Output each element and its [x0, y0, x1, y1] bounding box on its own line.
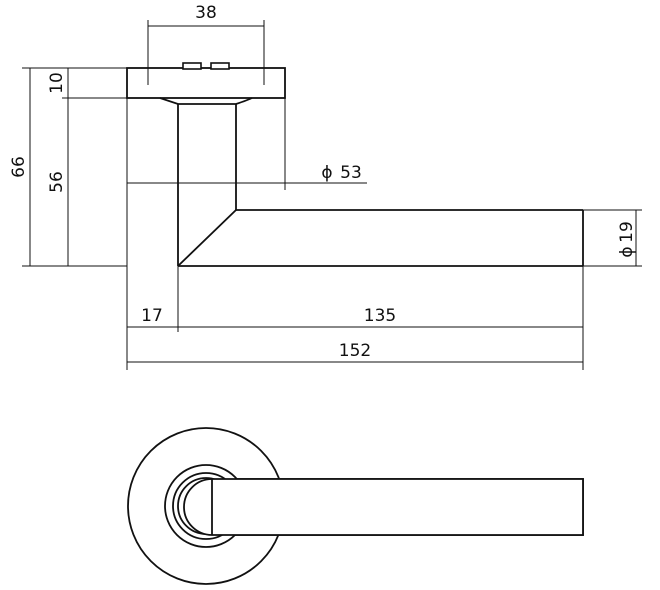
dim-lever-length: 135 — [364, 306, 396, 326]
dim-lever-diameter: 19 — [617, 221, 637, 243]
neck-bevel — [177, 209, 237, 267]
rose-underside — [159, 97, 253, 105]
rose-screw-left — [182, 62, 202, 70]
dimension-lines: 38 66 10 56 ϕ 53 ϕ 19 17 135 — [9, 3, 642, 370]
front-view — [127, 427, 584, 585]
dim-neck-offset: 17 — [141, 306, 163, 326]
side-view — [126, 62, 584, 267]
dim-overall-length: 152 — [339, 341, 371, 361]
dim-overall-height: 66 — [9, 156, 29, 178]
dim-neck-height: 56 — [47, 171, 67, 193]
dim-lever-diameter-symbol: ϕ — [617, 246, 637, 257]
rose-screw-right — [210, 62, 230, 70]
dim-rose-width: 38 — [195, 3, 217, 23]
front-lever-face — [183, 478, 584, 536]
dim-rose-diameter: 53 — [340, 163, 362, 183]
dim-rose-height: 10 — [47, 72, 67, 94]
rose-plate — [126, 67, 286, 99]
dim-rose-diameter-symbol: ϕ — [321, 163, 332, 183]
